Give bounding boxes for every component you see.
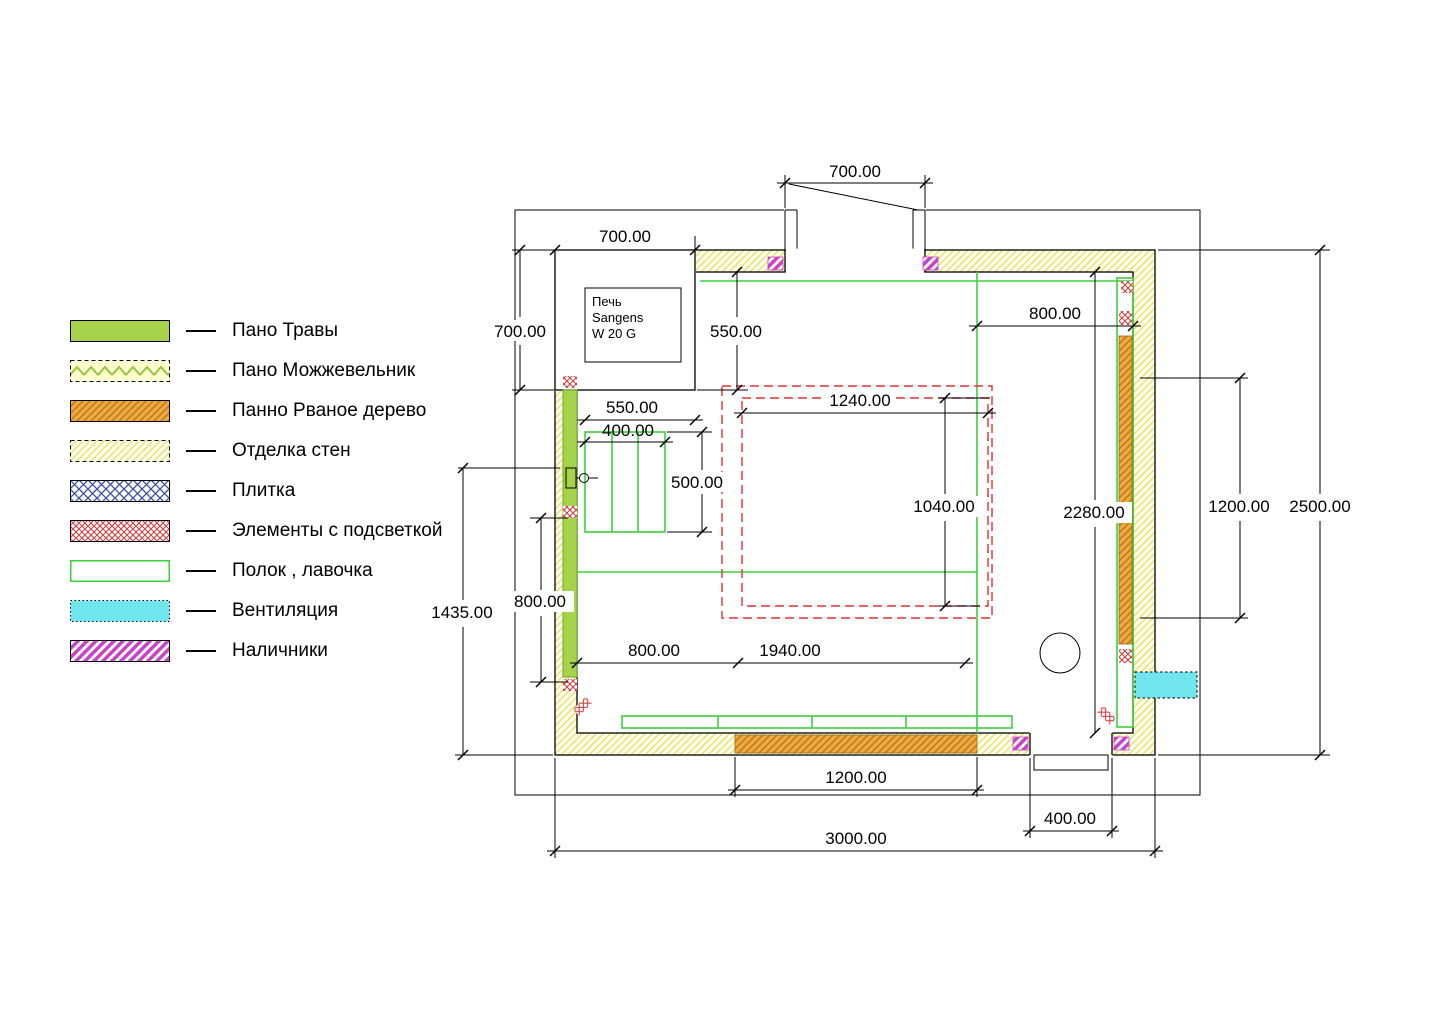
dim-text: 500.00: [671, 473, 723, 492]
legend-dash: [186, 650, 216, 652]
wall-fixture: [565, 467, 598, 489]
dim-shelf-400: 400.00: [577, 421, 673, 448]
stool-circle: [1039, 632, 1081, 674]
dim-light-1040: 1040.00: [908, 392, 990, 612]
stove-label-line3: W 20 G: [592, 326, 636, 341]
dim-shelf-500: 500.00: [666, 426, 728, 538]
dim-text: 700.00: [599, 227, 651, 246]
stove-box: [584, 287, 682, 363]
dim-light-1240: 1240.00: [734, 391, 996, 419]
dim-text: 1435.00: [431, 603, 492, 622]
legend-item-juniper: Пано Можжевельник: [70, 360, 442, 382]
legend-label: Наличники: [232, 640, 328, 661]
legend-label: Пано Травы: [232, 320, 338, 341]
vent: [1134, 671, 1198, 699]
dim-text: 1240.00: [829, 391, 890, 410]
legend-item-grass: Пано Травы: [70, 320, 442, 342]
dim-text: 400.00: [602, 421, 654, 440]
dim-left-1435: 1435.00: [427, 462, 560, 761]
dim-text: 1200.00: [825, 768, 886, 787]
dim-door-400: 400.00: [1023, 758, 1119, 838]
dim-text: 1940.00: [759, 641, 820, 660]
bottom-bench: [621, 715, 1013, 729]
dim-text: 800.00: [514, 592, 566, 611]
legend-label: Панно Рваное дерево: [232, 400, 427, 421]
backlit-swatch-icon: [70, 520, 170, 542]
dim-text: 400.00: [1044, 809, 1096, 828]
dim-left-800: 800.00: [506, 512, 574, 688]
dim-stove-side-550: 550.00: [697, 266, 767, 396]
dim-outer-2500: 2500.00: [1158, 244, 1359, 761]
legend-dash: [186, 410, 216, 412]
dim-bottom-1200: 1200.00: [728, 757, 984, 797]
legend-item-tile: Плитка: [70, 480, 442, 502]
dim-text: 2500.00: [1289, 497, 1350, 516]
grass-swatch-icon: [70, 320, 170, 342]
legend-item-backlit: Элементы с подсветкой: [70, 520, 442, 542]
dim-text: 2280.00: [1063, 503, 1124, 522]
dim-text: 1040.00: [913, 497, 974, 516]
backlit-elements: [563, 281, 1133, 725]
wall-finish-swatch-icon: [70, 440, 170, 462]
legend-label: Пано Можжевельник: [232, 360, 416, 381]
trim-elements: [767, 256, 1130, 751]
top-door: [784, 183, 926, 250]
bottom-door: [1029, 731, 1113, 771]
tile-swatch-icon: [70, 480, 170, 502]
legend-item-trim: Наличники: [70, 640, 442, 662]
dim-text: 800.00: [628, 641, 680, 660]
vent-swatch-icon: [70, 600, 170, 622]
legend-dash: [186, 530, 216, 532]
legend-dash: [186, 370, 216, 372]
door-swing-line: [788, 183, 919, 211]
top-door-opening: [784, 248, 926, 275]
stove-label-line1: Печь: [592, 294, 622, 309]
legend-item-wall-finish: Отделка стен: [70, 440, 442, 462]
legend-dash: [186, 490, 216, 492]
door-threshold: [1033, 754, 1109, 771]
legend-dash: [186, 450, 216, 452]
stove-tile-area: Печь Sangens W 20 G: [554, 249, 696, 391]
dim-right-1200: 1200.00: [1140, 372, 1277, 624]
sectioned-shelf: [584, 431, 666, 533]
dim-text: 800.00: [1029, 304, 1081, 323]
legend-item-torn-wood: Панно Рваное дерево: [70, 400, 442, 422]
dim-stove-width-top: 700.00: [546, 227, 704, 256]
bench-swatch-icon: [70, 560, 170, 582]
dim-stove-depth-left: 700.00: [489, 244, 558, 396]
dim-text: 700.00: [829, 162, 881, 181]
legend-item-bench: Полок , лавочка: [70, 560, 442, 582]
legend-dash: [186, 330, 216, 332]
legend-label: Плитка: [232, 480, 296, 501]
legend-label: Элементы с подсветкой: [232, 520, 443, 541]
dim-room-2280: 2280.00: [1058, 266, 1132, 739]
juniper-swatch-icon: [70, 360, 170, 382]
dim-shelf-550: 550.00: [577, 398, 703, 426]
dim-text: 3000.00: [825, 829, 886, 848]
legend-dash: [186, 610, 216, 612]
dim-text: 700.00: [494, 322, 546, 341]
lighting-zone-dashed: [721, 385, 993, 619]
torn-wood-swatch-icon: [70, 400, 170, 422]
legend-label: Полок , лавочка: [232, 560, 373, 581]
wood-panel-right: [1118, 335, 1133, 645]
dim-bottom-chain: 800.00 1940.00: [570, 641, 973, 669]
legend-item-vent: Вентиляция: [70, 600, 442, 622]
dim-text: 550.00: [710, 322, 762, 341]
trim-swatch-icon: [70, 640, 170, 662]
dim-text: 1200.00: [1208, 497, 1269, 516]
dim-top-door-width: 700.00: [777, 162, 933, 208]
dim-text: 550.00: [606, 398, 658, 417]
legend-label: Отделка стен: [232, 440, 351, 461]
dim-top-right-800: 800.00: [969, 304, 1141, 332]
stove-label-line2: Sangens: [592, 310, 644, 325]
dim-total-3000: 3000.00: [547, 758, 1163, 858]
legend-label: Вентиляция: [232, 600, 339, 621]
grass-panel: [562, 389, 578, 678]
legend-dash: [186, 570, 216, 572]
wood-panel-bottom: [734, 734, 978, 754]
legend: Пано Травы Пано Можжевельник Панно Рвано…: [70, 320, 442, 662]
